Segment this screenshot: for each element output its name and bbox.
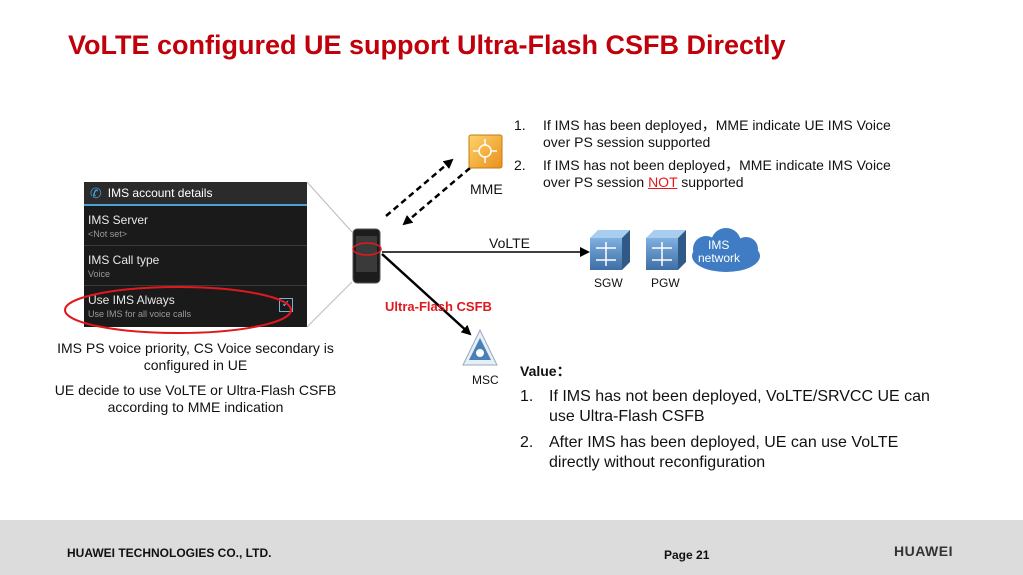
sgw-label: SGW [594, 276, 623, 290]
phone-icon: ✆ [90, 184, 102, 201]
note-text: If IMS has not been deployed，MME indicat… [543, 157, 894, 191]
ims-settings-header: ✆ IMS account details [84, 182, 307, 206]
company-name: HUAWEI TECHNOLOGIES CO., LTD. [67, 546, 272, 560]
setting-title: IMS Call type [88, 253, 160, 267]
note-emphasis: NOT [648, 174, 678, 190]
note-text-after: supported [677, 174, 744, 190]
value-notes: Value： 1. If IMS has not been deployed, … [520, 361, 940, 479]
ims-label-line2: network [698, 251, 741, 265]
msc-icon [462, 328, 498, 366]
mme-icon [468, 134, 503, 169]
setting-subtitle: <Not set> [88, 229, 128, 239]
note-number: 1. [514, 117, 526, 133]
value-item: 2. After IMS has been deployed, UE can u… [520, 433, 940, 473]
footer-bar [0, 520, 1023, 575]
setting-title: Use IMS Always [88, 293, 175, 307]
ims-settings-title: IMS account details [107, 186, 213, 200]
note-text: If IMS has been deployed，MME indicate UE… [543, 117, 891, 150]
csfb-link-label: Ultra-Flash CSFB [385, 299, 492, 314]
value-number: 1. [520, 388, 534, 405]
note-number: 2. [514, 157, 526, 173]
volte-link-label: VoLTE [489, 235, 530, 251]
ims-settings-screenshot: ✆ IMS account details IMS Server <Not se… [84, 182, 307, 327]
setting-row-ims-call-type: IMS Call type Voice [84, 246, 307, 286]
note-paragraph: UE decide to use VoLTE or Ultra-Flash CS… [54, 382, 337, 415]
setting-row-use-ims-always: Use IMS Always Use IMS for all voice cal… [84, 286, 307, 326]
highlight-ellipse [64, 286, 292, 334]
callout-line [306, 281, 353, 328]
ue-config-notes: IMS PS voice priority, CS Voice secondar… [48, 340, 343, 424]
mme-indication-notes: 1. If IMS has been deployed，MME indicate… [514, 117, 894, 197]
note-item: 2. If IMS has not been deployed，MME indi… [514, 157, 894, 191]
page-title: VoLTE configured UE support Ultra-Flash … [68, 30, 786, 60]
dashed-arrow-from-mme [402, 167, 471, 226]
setting-title: IMS Server [88, 213, 149, 227]
checkbox-checked-icon: ✓ [279, 298, 293, 312]
setting-row-ims-server: IMS Server <Not set> [84, 206, 307, 246]
setting-subtitle: Voice [88, 269, 111, 279]
value-text: If IMS has not been deployed, VoLTE/SRVC… [549, 388, 930, 425]
csfb-arrow [381, 253, 472, 336]
brand-name: HUAWEI [894, 543, 953, 559]
value-text: After IMS has been deployed, UE can use … [549, 434, 899, 471]
value-number: 2. [520, 434, 534, 451]
sgw-icon [590, 230, 630, 270]
mme-label: MME [470, 181, 503, 197]
page-number: Page 21 [664, 548, 710, 562]
value-item: 1. If IMS has not been deployed, VoLTE/S… [520, 387, 940, 427]
note-text-before: If IMS has not been deployed，MME indicat… [543, 157, 891, 190]
value-title: Value： [520, 363, 571, 379]
ims-label-line1: IMS [708, 238, 730, 252]
ims-network-cloud-icon [692, 228, 760, 272]
note-paragraph: IMS PS voice priority, CS Voice secondar… [57, 340, 334, 373]
callout-line [306, 181, 353, 233]
pgw-icon [646, 230, 686, 270]
setting-subtitle: Use IMS for all voice calls [88, 309, 192, 319]
ue-phone-icon [352, 228, 382, 284]
msc-label: MSC [472, 373, 499, 387]
pgw-label: PGW [651, 276, 680, 290]
dashed-arrow-to-mme [385, 158, 454, 217]
note-item: 1. If IMS has been deployed，MME indicate… [514, 117, 894, 151]
